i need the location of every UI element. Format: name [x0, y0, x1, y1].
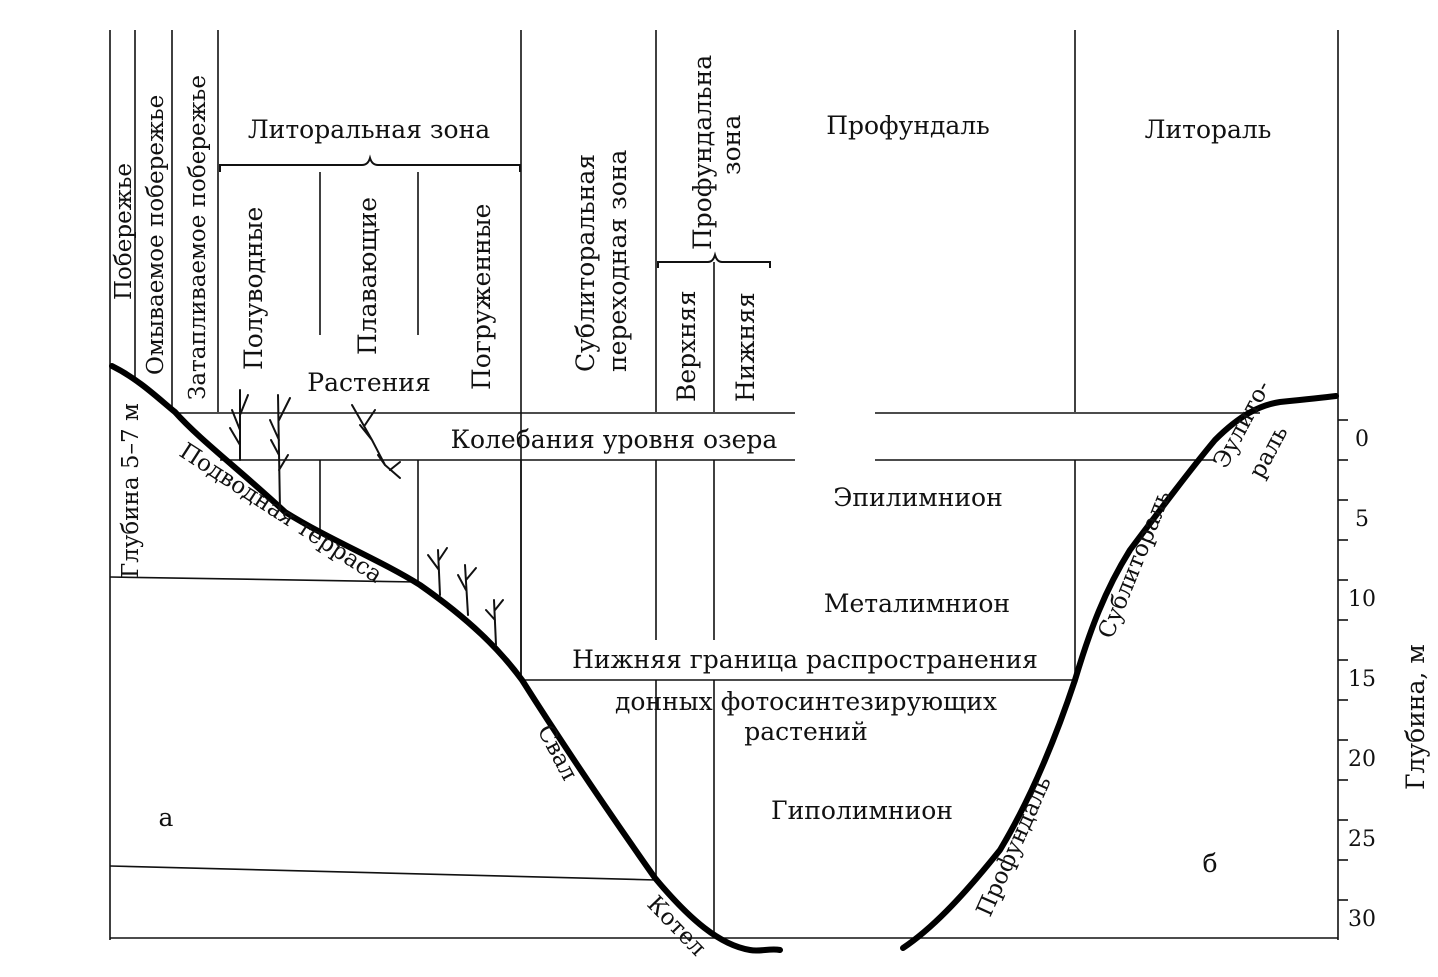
tick-label: 20 — [1348, 747, 1376, 772]
label-pogruzhennye: Погруженные — [467, 204, 496, 390]
label-litoral-zone: Литоральная зона — [248, 115, 490, 144]
tick-label: 0 — [1355, 427, 1369, 452]
tick-label: 15 — [1348, 667, 1376, 692]
label-litoral: Литораль — [1145, 115, 1272, 144]
label-omyvaemoe: Омываемое побережье — [143, 95, 169, 375]
tick-label: 30 — [1348, 907, 1376, 932]
label-hypolimnion: Гиполимнион — [771, 796, 953, 825]
label-lake-level: Колебания уровня озера — [451, 425, 778, 454]
label-poberezhye: Побережье — [111, 163, 137, 300]
label-perekhodnaya: переходная зона — [603, 150, 632, 372]
plants-illustration — [229, 389, 504, 646]
label-lower-boundary: Нижняя граница распространения — [572, 645, 1038, 674]
litoral-brace — [219, 154, 521, 172]
depth-axis: 0 5 10 15 20 25 30 Глубина, м — [1348, 427, 1430, 932]
label-panel-b: б — [1202, 849, 1217, 878]
label-profundal-zone-2: зона — [717, 115, 746, 175]
bottom-profile-b — [900, 393, 1339, 951]
label-sublitoral: Сублиторальная — [571, 154, 600, 372]
label-profundal: Профундаль — [826, 111, 990, 140]
label-profundal-zone-1: Профундальна — [688, 55, 717, 250]
label-nizhnyaya: Нижняя — [731, 292, 760, 402]
tick-label: 5 — [1355, 507, 1369, 532]
label-metalimnion: Металимнион — [824, 589, 1010, 618]
label-sval: Свал — [532, 721, 583, 785]
bottom-profile-a — [109, 363, 783, 954]
label-photosynth: донных фотосинтезирующих — [615, 687, 997, 716]
label-poluvodnye: Полуводные — [239, 207, 268, 370]
label-verkhnyaya: Верхняя — [672, 291, 701, 402]
label-panel-a: а — [159, 803, 174, 832]
label-depth-5-7: Глубина 5–7 м — [118, 403, 144, 578]
axis-title: Глубина, м — [1401, 644, 1430, 790]
label-sublitoral-b: Сублитораль — [1093, 487, 1176, 642]
label-epilimnion: Эпилимнион — [833, 483, 1002, 512]
tick-label: 25 — [1348, 827, 1376, 852]
tick-label: 10 — [1348, 587, 1376, 612]
label-rasteniya: Растения — [307, 368, 430, 397]
label-plavayushchie: Плавающие — [353, 197, 382, 355]
label-zataplivaemoe: Затапливаемое побережье — [185, 75, 211, 400]
profundal-brace — [657, 251, 771, 268]
grid-lines — [109, 30, 1348, 940]
label-profundal-b: Профундаль — [972, 772, 1057, 920]
label-plants: растений — [744, 717, 868, 746]
